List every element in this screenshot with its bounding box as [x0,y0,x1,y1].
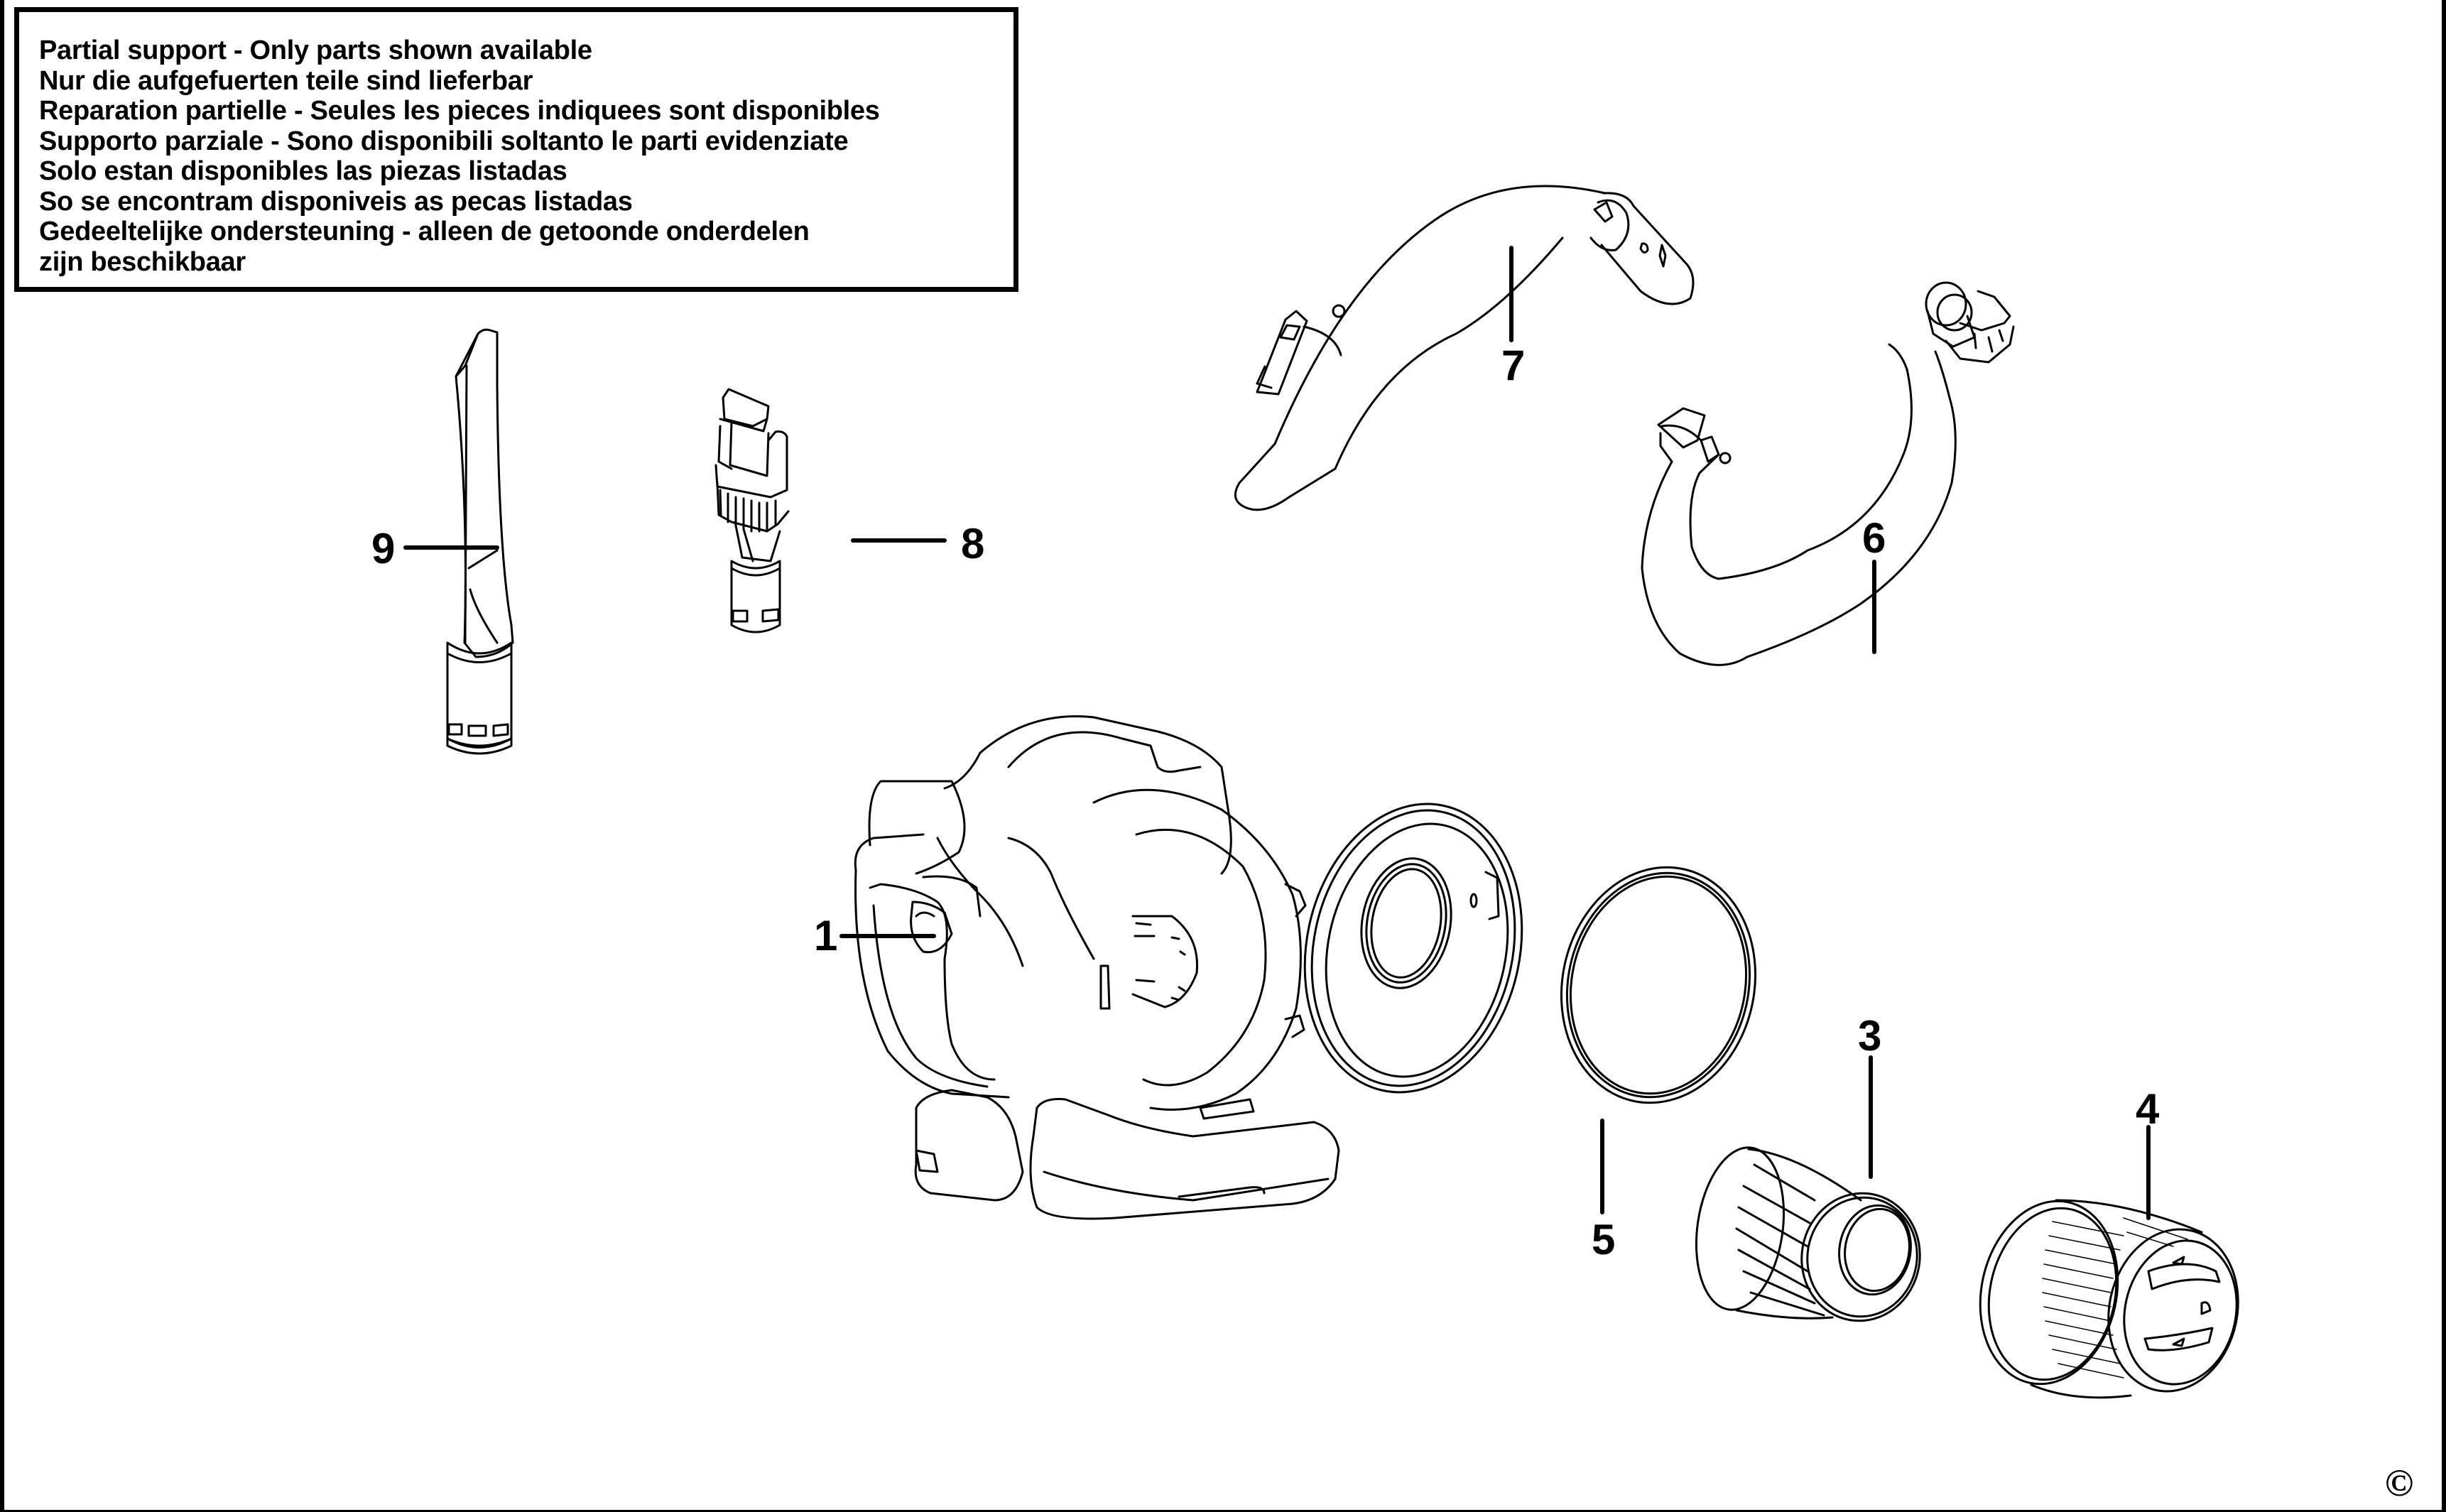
part-5-gasket-ring[interactable] [1540,849,1777,1121]
copyright-icon: © [2384,1462,2414,1504]
callout-8: 8 [961,520,985,567]
page-border-left [0,0,4,1512]
part-4-filter-cover[interactable] [1964,1188,2253,1403]
callout-9: 9 [371,525,396,572]
part-9-crevice-tool[interactable] [446,328,514,755]
notice-line-en: Partial support - Only parts shown avail… [39,36,592,65]
callout-5: 5 [1592,1216,1616,1263]
notice-line-es: Solo estan disponibles las piezas listad… [39,156,567,186]
notice-lines: Partial support - Only parts shown avail… [39,36,880,277]
callout-4: 4 [2136,1085,2160,1133]
notice-line-nl: Gedeeltelijke ondersteuning - alleen de … [39,217,810,246]
notice-line-nl-cont: zijn beschikbaar [39,246,246,277]
notice-line-pt: So se encontram disponiveis as pecas lis… [39,186,633,217]
notice-line-it: Supporto parziale - Sono disponibili sol… [39,126,849,156]
notice-line-fr: Reparation partielle - Seules les pieces… [39,96,880,126]
part-7-curved-hose-wand[interactable] [1234,185,1695,511]
notice-line-de: Nur die aufgefuerten teile sind lieferba… [39,65,533,96]
part-1-main-housing[interactable] [854,715,1340,1220]
part-6-flexible-hose[interactable] [1641,281,2015,666]
mesh-pattern [2042,1217,2188,1378]
page-border-right [2442,0,2446,1512]
housing-lid[interactable] [1279,783,1548,1112]
callout-3: 3 [1858,1012,1882,1060]
part-8-brush-nozzle[interactable] [714,388,790,633]
callout-6: 6 [1862,514,1886,562]
page-border-bottom [0,1510,2446,1512]
part-3-pleated-filter[interactable] [1687,1142,1930,1330]
callout-7: 7 [1501,342,1526,389]
availability-notice: Partial support - Only parts shown avail… [14,7,1018,292]
callout-1: 1 [814,912,838,959]
